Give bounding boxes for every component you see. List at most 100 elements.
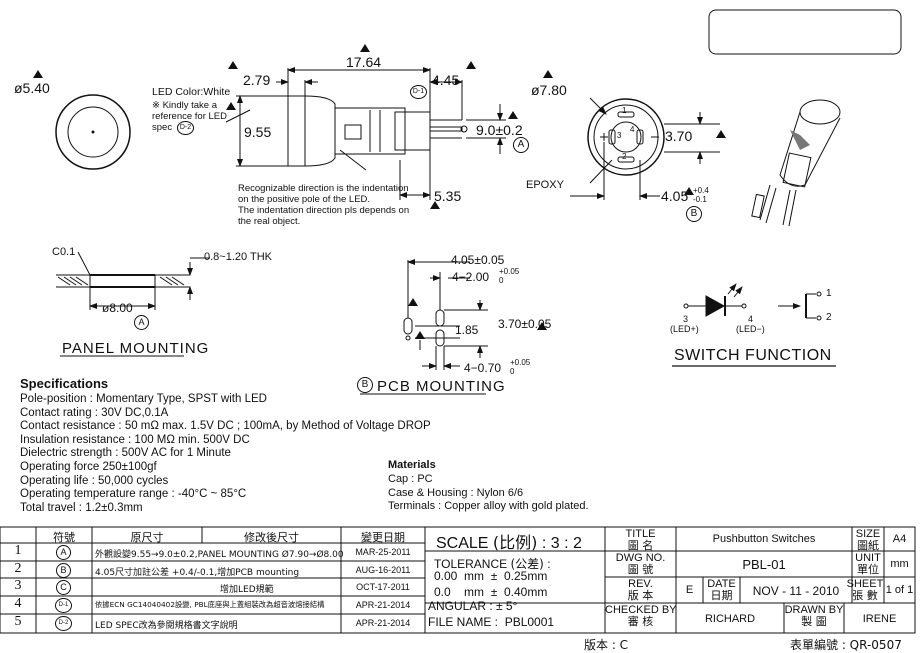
title-value: Pushbutton Switches <box>712 533 816 545</box>
pin-4: 4 <box>630 125 635 134</box>
led-plus-number: 3 <box>683 314 689 324</box>
led-note-line1: ※ Kindly take a <box>152 100 217 111</box>
dim-4-45: 4.45 <box>432 72 460 88</box>
dwg-cell-label: DWG NO. 圖 號 <box>605 552 676 576</box>
tol-down: -0.1 <box>693 195 707 204</box>
pcb-mounting-title: PCB MOUNTING <box>377 378 506 395</box>
ref-badge-d2: D-2 <box>177 121 194 135</box>
size-cell-label: SIZE 圖紙 <box>852 528 884 552</box>
rev-header-modified: 修改後尺寸 <box>244 531 299 544</box>
drawn-cell-label: DRAWN BY 製 圖 <box>784 604 844 628</box>
front-diameter-label: ø5.40 <box>14 80 50 96</box>
tolerance-colon: : <box>547 557 551 571</box>
led-minus-label: (LED−) <box>736 324 765 334</box>
unit-label-cn: 單位 <box>857 563 879 576</box>
sheet-cell-label: SHEET 張 數 <box>845 578 885 602</box>
rev-row-number: 2 <box>14 561 22 576</box>
rev-row-number: 1 <box>14 543 22 558</box>
tolerance-label: TOLERANCE <box>434 557 508 571</box>
size-label-en: SIZE <box>855 528 881 540</box>
scale-value: : 3 : 2 <box>541 535 582 552</box>
dim-4-05: 4.05 <box>661 188 689 204</box>
pin-1: 1 <box>622 106 627 115</box>
materials-list: Cap : PC Case & Housing : Nylon 6/6 Term… <box>388 473 589 514</box>
size-label-cn: 圖紙 <box>857 539 879 552</box>
thickness-label: 0.8~1.20 THK <box>204 251 272 263</box>
switch-function-diagram <box>683 283 822 321</box>
header-box <box>708 9 902 55</box>
scale-label: SCALE <box>436 535 489 552</box>
checked-label-en: CHECKED BY <box>605 604 677 616</box>
date-value: NOV - 11 - 2010 <box>752 584 840 598</box>
dim-9-0: 9.0±0.2 <box>476 122 523 138</box>
rev-cell-label: REV. 版 本 <box>605 578 676 602</box>
unit-label-en: UNIT <box>855 552 881 564</box>
drawn-value: IRENE <box>862 613 897 625</box>
tolerance-l1-unit: mm <box>464 569 485 583</box>
end-view-body <box>587 98 665 176</box>
rev-date: AUG-16-2011 <box>355 565 411 575</box>
sheet-label-cn: 張 數 <box>852 589 878 602</box>
pcb-layout <box>403 259 488 370</box>
rev-symbol-badge: A <box>56 545 71 560</box>
rev-row-number: 5 <box>14 614 22 629</box>
tolerance-l2-unit: mm <box>464 585 485 599</box>
dwg-label-cn: 圖 號 <box>627 563 654 576</box>
rev-description: 外觀設變9.55→9.0±0.2,PANEL MOUNTING Ø7.90→Ø8… <box>95 550 344 560</box>
epoxy-label: EPOXY <box>526 179 564 191</box>
led-plus-label: (LED+) <box>670 324 699 334</box>
unit-cell-label: UNIT 單位 <box>852 552 884 576</box>
rev-date: MAR-25-2011 <box>355 547 411 557</box>
rev-symbol-badge: D-1 <box>55 598 72 613</box>
sheet-value: 1 of 1 <box>885 584 914 596</box>
pcb-tol1-up: +0.05 <box>499 267 520 276</box>
rev-date: APR-21-2014 <box>355 600 411 610</box>
ref-badge-a-panel: A <box>134 315 149 330</box>
scale-block: SCALE (比例) : 3 : 2 <box>436 529 582 553</box>
pin-2: 2 <box>622 152 627 161</box>
rev-symbol-badge: D-2 <box>55 616 72 631</box>
spec-line: Pole-position : Momentary Type, SPST wit… <box>20 393 267 405</box>
rev-description: 增加LED規範 <box>220 585 274 595</box>
dim-2-79: 2.79 <box>243 72 271 88</box>
front-view-inner <box>67 106 119 158</box>
indent-note-line1: Recognizable direction is the indentatio… <box>238 183 409 194</box>
footer-version: 版本 : C <box>584 638 629 652</box>
indent-note-line3: The indentation direction pls depends on <box>238 205 410 216</box>
pcb-dim-4-0-70: 4−0.70 <box>464 361 502 375</box>
material-line: Cap : PC <box>388 473 433 485</box>
rev-description: LED SPEC改為參閱規格書文字說明 <box>95 621 238 631</box>
checked-label-cn: 審 核 <box>627 615 654 628</box>
rev-symbol-badge: B <box>56 563 71 578</box>
tolerance-l2-pm: ± <box>490 585 498 599</box>
iso-view-body <box>751 99 841 227</box>
rev-label-en: REV. <box>628 578 653 590</box>
dim-7-80: ø7.80 <box>531 82 567 98</box>
rev-symbol-badge: C <box>56 580 71 595</box>
date-cell-label: DATE 日期 <box>703 578 740 602</box>
tolerance-l1-nominal: 0.00 <box>434 569 458 583</box>
rev-header-date: 變更日期 <box>361 531 405 544</box>
rev-header-original: 原尺寸 <box>130 531 164 544</box>
rev-value: E <box>685 584 694 596</box>
led-color-label: LED Color:White <box>152 86 231 98</box>
spec-line: Operating force 250±100gf <box>20 460 157 473</box>
material-line: Case & Housing : Nylon 6/6 <box>388 486 524 499</box>
tolerance-l1-value: 0.25mm <box>503 569 548 583</box>
dimension-triangles <box>33 44 726 339</box>
tolerance-line-2: 0.0 mm ± 0.40mm <box>434 585 547 599</box>
spec-line: Operating life : 50,000 cycles <box>20 474 169 487</box>
switch-function-title: SWITCH FUNCTION <box>674 347 832 364</box>
rev-date: APR-21-2014 <box>355 618 411 628</box>
rev-row-number: 4 <box>14 596 22 611</box>
rev-row-number: 3 <box>14 578 22 593</box>
footer-form-number: 表單編號 : QR-0507 <box>790 638 902 652</box>
rev-header-symbol: 符號 <box>53 531 75 544</box>
front-view-outer <box>55 94 131 170</box>
side-view-body <box>236 68 506 200</box>
tolerance-line-1: 0.00 mm ± 0.25mm <box>434 569 547 583</box>
terminal-1: 1 <box>826 288 832 299</box>
spec-line: Insulation resistance : 100 MΩ min. 500V… <box>20 433 250 446</box>
pcb-tol2-up: +0.05 <box>510 358 531 367</box>
